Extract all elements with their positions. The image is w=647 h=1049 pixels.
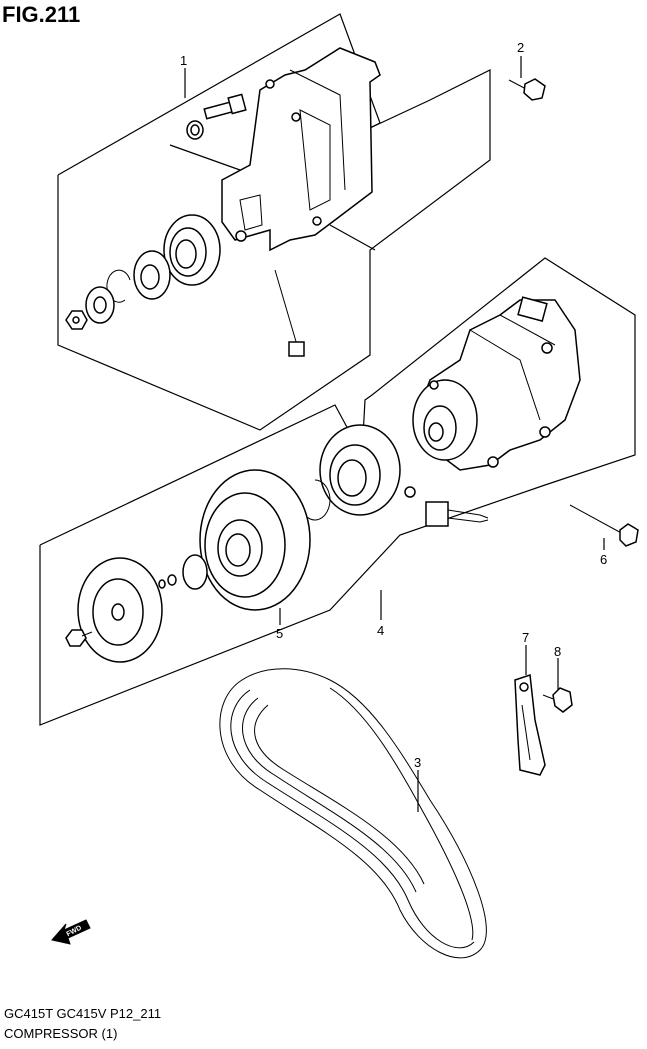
callout-5: 5 — [276, 626, 283, 641]
compressor-connector[interactable] — [425, 501, 489, 527]
bolt-part-2[interactable] — [508, 78, 546, 101]
clutch-coil[interactable] — [319, 424, 416, 516]
idler-pulley[interactable] — [163, 214, 221, 286]
bolt-part-6[interactable] — [569, 504, 639, 547]
clutch-armature[interactable] — [77, 557, 163, 663]
drive-belt[interactable] — [219, 668, 487, 959]
callout-1: 1 — [180, 53, 187, 68]
callout-4: 4 — [377, 623, 384, 638]
bracket-strap-part-7[interactable] — [514, 673, 546, 776]
idler-bearing[interactable] — [133, 250, 171, 300]
compressor-body[interactable] — [412, 296, 581, 471]
bracket-washer[interactable] — [186, 120, 204, 140]
clutch-shim[interactable] — [158, 554, 208, 590]
fwd-arrow-icon: FWD — [51, 919, 91, 945]
callout-3: 3 — [414, 755, 421, 770]
snap-ring[interactable] — [106, 269, 131, 303]
callout-2: 2 — [517, 40, 524, 55]
armature-bolt[interactable] — [65, 629, 93, 647]
clutch-pulley[interactable] — [199, 469, 311, 611]
fwd-label: FWD — [66, 925, 83, 939]
footer-caption: COMPRESSOR (1) — [4, 1026, 118, 1041]
bracket-group-outline — [57, 13, 491, 431]
callout-8: 8 — [554, 644, 561, 659]
bracket-long-bolt[interactable] — [274, 269, 305, 357]
clutch-snap-ring[interactable] — [304, 479, 331, 521]
idler-spacer[interactable] — [85, 286, 115, 324]
figure-title: FIG.211 — [2, 2, 81, 27]
compressor-bracket[interactable] — [221, 47, 381, 252]
idler-nut[interactable] — [65, 310, 88, 330]
bracket-bolt-top[interactable] — [203, 93, 247, 120]
footer-models: GC415T GC415V P12_211 — [4, 1006, 162, 1021]
callout-6: 6 — [600, 552, 607, 567]
bolt-part-8[interactable] — [542, 687, 573, 713]
callout-7: 7 — [522, 630, 529, 645]
